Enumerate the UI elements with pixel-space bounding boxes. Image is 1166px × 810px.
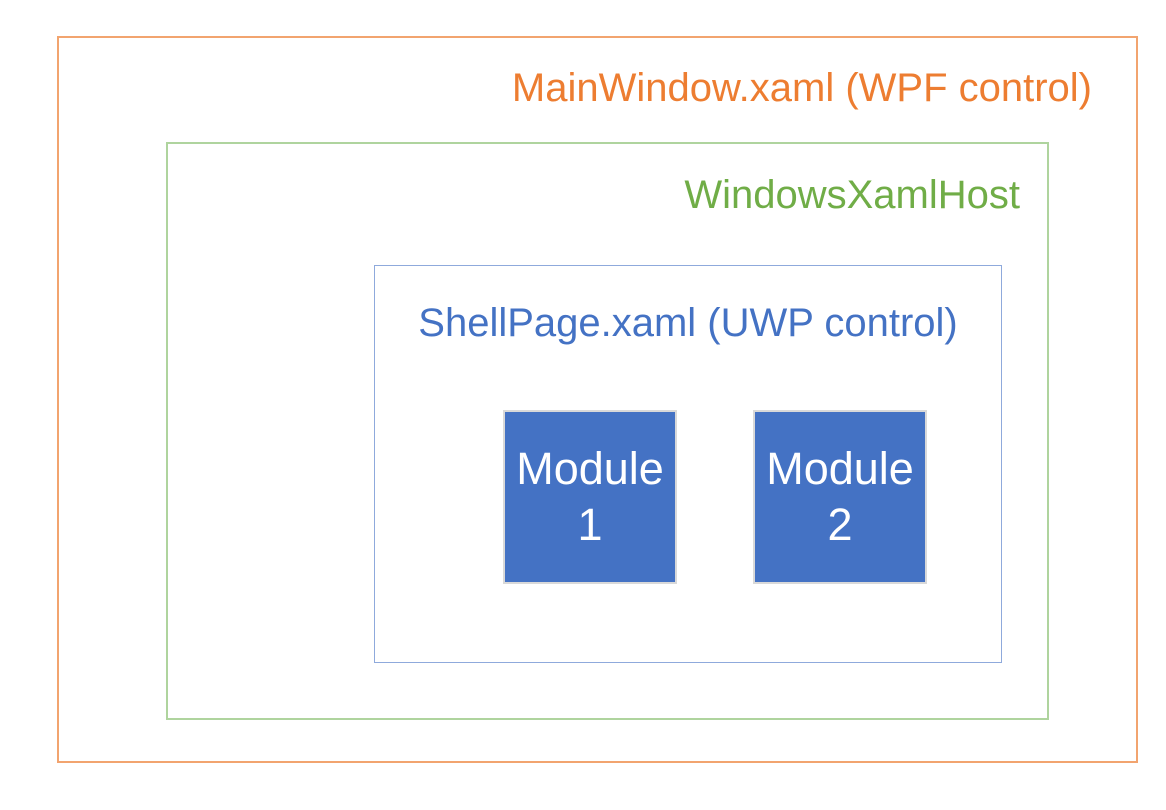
module-1-box: Module 1 (503, 410, 677, 584)
module-2-label-line1: Module (766, 443, 914, 494)
shellpage-uwp-box: ShellPage.xaml (UWP control) Module 1 Mo… (374, 265, 1002, 663)
module-1-label-line2: 1 (577, 499, 603, 550)
windowsxamlhost-box: WindowsXamlHost ShellPage.xaml (UWP cont… (166, 142, 1049, 720)
mainwindow-wpf-label: MainWindow.xaml (WPF control) (511, 66, 1092, 110)
module-1-label-line1: Module (516, 443, 664, 494)
mainwindow-wpf-box: MainWindow.xaml (WPF control) WindowsXam… (57, 36, 1138, 763)
module-2-box: Module 2 (753, 410, 927, 584)
windowsxamlhost-label: WindowsXamlHost (684, 173, 1020, 217)
module-2-label-line2: 2 (827, 499, 853, 550)
shellpage-uwp-label: ShellPage.xaml (UWP control) (418, 301, 958, 345)
